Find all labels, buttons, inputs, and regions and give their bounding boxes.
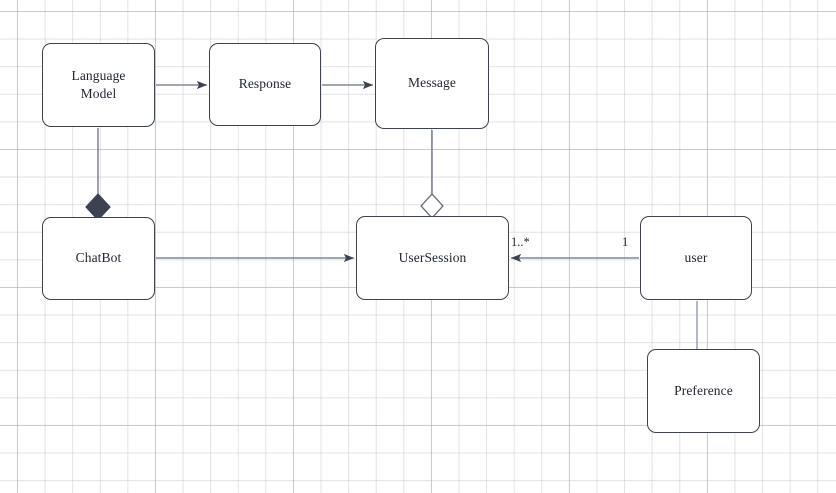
edge-usersession-to-message	[420, 130, 444, 219]
node-language-model-label-line1: Language	[71, 67, 126, 83]
node-usersession-label: UserSession	[398, 249, 467, 265]
node-chatbot-label: ChatBot	[75, 250, 122, 266]
edge-chatbot-to-language-model	[85, 128, 111, 221]
node-preference-label: Preference	[674, 382, 733, 398]
node-response-label: Response	[238, 76, 292, 92]
node-response[interactable]: Response	[209, 43, 321, 126]
node-message-label: Message	[408, 75, 456, 91]
node-user[interactable]: user	[640, 216, 752, 300]
node-user-label: user	[684, 249, 708, 265]
multiplicity-usersession-end: 1..*	[511, 235, 530, 249]
node-usersession[interactable]: UserSession	[356, 216, 509, 300]
hollow-diamond-icon	[420, 193, 444, 219]
multiplicity-user-end: 1	[622, 235, 629, 249]
node-message[interactable]: Message	[375, 38, 489, 129]
node-language-model-label-line2: Model	[80, 86, 117, 101]
node-chatbot[interactable]: ChatBot	[42, 217, 155, 300]
node-language-model[interactable]: Language Model	[42, 43, 155, 127]
node-preference[interactable]: Preference	[647, 349, 760, 433]
